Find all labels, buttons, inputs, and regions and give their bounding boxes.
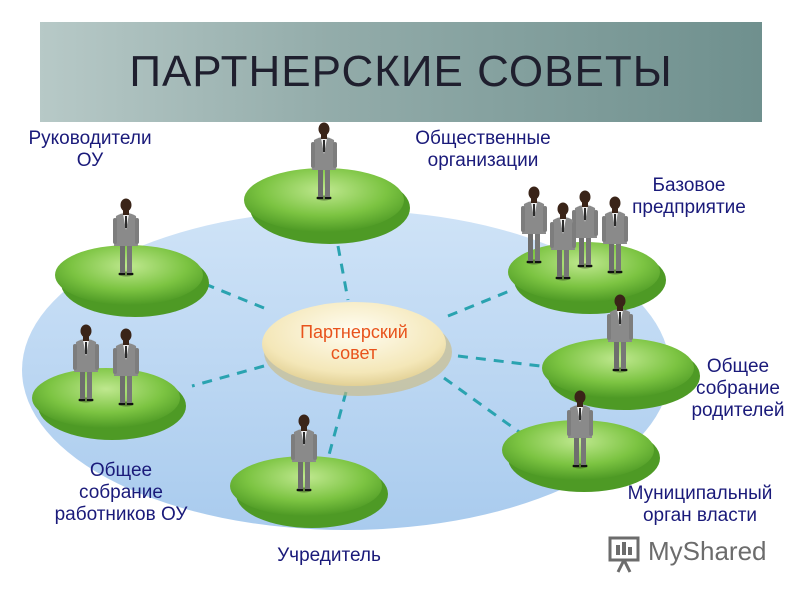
connector-staff [191,364,265,388]
presentation-board-icon [608,536,640,573]
page-title: ПАРТНЕРСКИЕ СОВЕТЫ [129,47,673,96]
connector-lines [191,245,541,467]
platform-base-enterprise [508,186,666,314]
connector-municipal [443,376,523,436]
title-banner: ПАРТНЕРСКИЕ СОВЕТЫ [40,22,762,122]
label-municipal: Муниципальный орган власти [627,483,773,526]
platform-founder [230,414,388,528]
platform-leaders [55,198,209,317]
connector-parents [457,354,541,368]
logo-text: MyShared [648,536,767,566]
label-leaders: Руководители ОУ [28,128,152,171]
label-public-orgs: Общественные организации [415,128,551,171]
center-node-label: Партнерский совет [300,322,408,363]
platform-staff [32,324,186,440]
center-node [262,302,452,396]
connector-public-orgs [336,245,350,301]
label-base-enterprise: Базовое предприятие [632,175,746,218]
label-parents: Общее собрание родителей [691,356,785,421]
connector-founder [324,391,348,467]
platform-municipal [502,390,660,492]
connector-leaders [199,280,265,310]
connector-base-enterprise [447,288,513,318]
platform-parents [542,294,700,410]
platform-public-orgs [244,122,410,244]
label-staff: Общее собрание работников ОУ [54,460,188,525]
logo: MyShared [608,536,767,567]
label-founder: Учредитель [277,545,381,566]
